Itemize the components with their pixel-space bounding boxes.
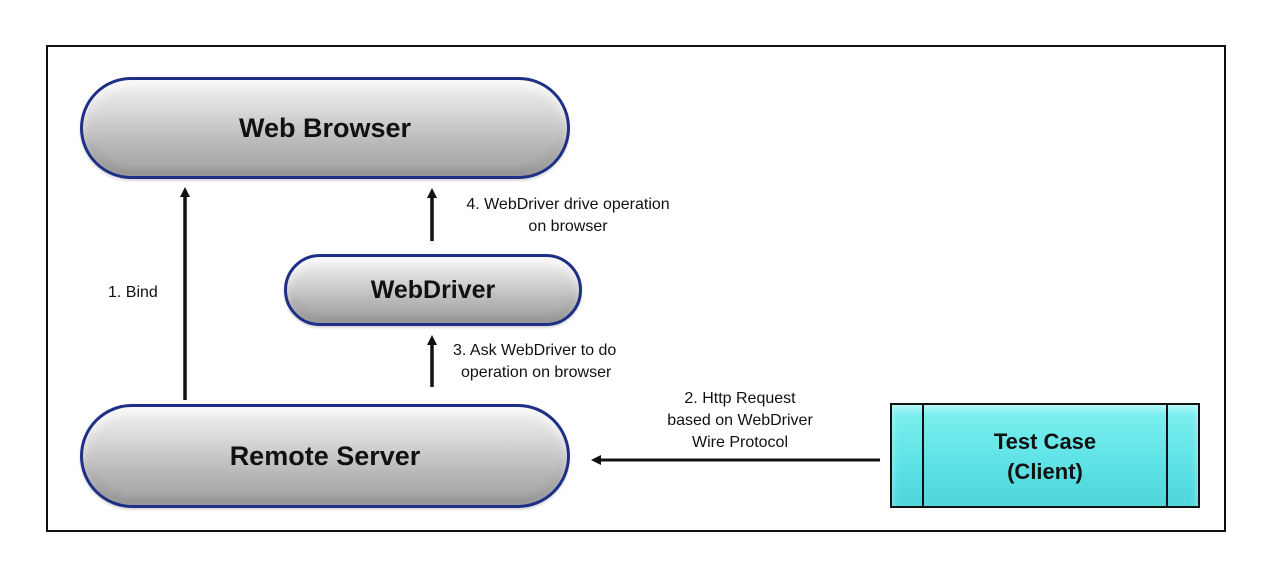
ask-label-line-2: operation on browser [461,364,612,381]
client-line-2: (Client) [1007,459,1083,484]
web-browser-label: Web Browser [238,112,412,143]
ask-label: 3. Ask WebDriver to do operation on brow… [453,340,663,384]
http-label: 2. Http Request based on WebDriver Wire … [650,388,830,454]
client-right-bar [1166,405,1168,506]
ask-label-line-1: 3. Ask WebDriver to do [453,342,617,359]
webdriver-label: WebDriver [370,275,496,304]
http-label-line-2: based on WebDriver [667,412,813,429]
bind-label: 1. Bind [108,284,158,301]
remote-server-node: Remote Server [80,404,570,508]
test-case-client-node: Test Case (Client) [890,403,1200,508]
client-line-1: Test Case [993,429,1097,454]
drive-label-line-2: on browser [528,218,608,235]
http-label-line-3: Wire Protocol [691,434,789,451]
http-label-line-1: 2. Http Request [684,390,796,407]
drive-label: 4. WebDriver drive operation on browser [443,194,693,238]
client-left-bar [922,405,924,506]
drive-label-line-1: 4. WebDriver drive operation [466,196,670,213]
webdriver-node: WebDriver [284,254,582,326]
web-browser-node: Web Browser [80,77,570,179]
client-text: Test Case (Client) [892,427,1198,487]
remote-server-label: Remote Server [229,440,421,471]
